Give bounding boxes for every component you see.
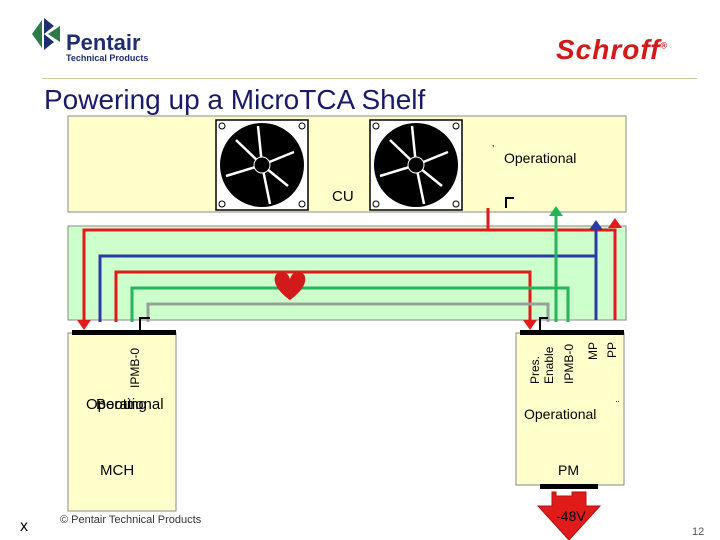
page-number: 12	[692, 526, 705, 538]
mch-status-booting: Booting	[96, 396, 147, 413]
pp-line-red	[82, 208, 617, 322]
schroff-logo: Schroff®	[556, 34, 668, 66]
pm-port-ipmb-0: IPMB-0	[562, 343, 576, 384]
arrow-pres-red	[523, 320, 537, 330]
mch-connector	[72, 330, 176, 335]
pm-port-pres: Pres.	[528, 355, 542, 384]
pentair-logo: Pentair Technical Products	[28, 14, 178, 64]
mch-label: MCH	[100, 462, 135, 479]
power-input-arrow-icon	[536, 491, 602, 540]
registered-mark: ®	[660, 40, 669, 51]
pentair-wordmark: Pentair	[66, 30, 141, 55]
fan-icon-left	[215, 119, 309, 211]
arrow-mch-red	[77, 320, 91, 330]
pm-box	[515, 332, 625, 486]
corner-mark: x	[20, 518, 28, 535]
pm-label: PM	[558, 462, 579, 478]
footer-copyright: © Pentair Technical Products	[60, 514, 202, 526]
pm-port-mp: MP	[586, 342, 600, 360]
mp-line-blue	[98, 228, 598, 322]
arrow-enable-green	[549, 206, 563, 216]
heartbeat-heart-icon	[274, 272, 306, 300]
pentair-subtitle: Technical Products	[66, 53, 149, 63]
arrow-mp-blue	[589, 220, 603, 230]
bus-stubs	[139, 197, 548, 334]
mch-port-ipmb-0: IPMB-0	[128, 347, 142, 388]
cu-box	[67, 115, 627, 213]
mch-status-operational: Operational	[86, 396, 164, 413]
fan-icon-right	[369, 119, 463, 211]
pm-port-enable: Enable	[542, 346, 556, 384]
pm-input-voltage: -48V	[556, 508, 586, 524]
header-divider	[42, 78, 697, 79]
pres-line-red	[114, 270, 532, 322]
ipmb-line-green	[130, 214, 570, 322]
cu-status-mark: ’	[492, 144, 495, 155]
pm-connector	[520, 330, 624, 335]
pentair-mark-icon	[32, 18, 60, 50]
pm-input-connector	[540, 484, 598, 489]
schroff-wordmark: Schroff	[556, 34, 661, 65]
cu-status: Operational	[504, 150, 577, 166]
slide-title: Powering up a MicroTCA Shelf	[44, 84, 426, 115]
mch-box	[67, 332, 177, 512]
pm-status: Operational	[524, 406, 597, 422]
pm-port-pp: PP	[605, 341, 619, 358]
cu-label: CU	[332, 188, 354, 205]
ipmb-line-grey	[146, 302, 550, 322]
arrow-pm-red	[608, 218, 622, 228]
pm-status-mark: ¨	[616, 400, 620, 411]
